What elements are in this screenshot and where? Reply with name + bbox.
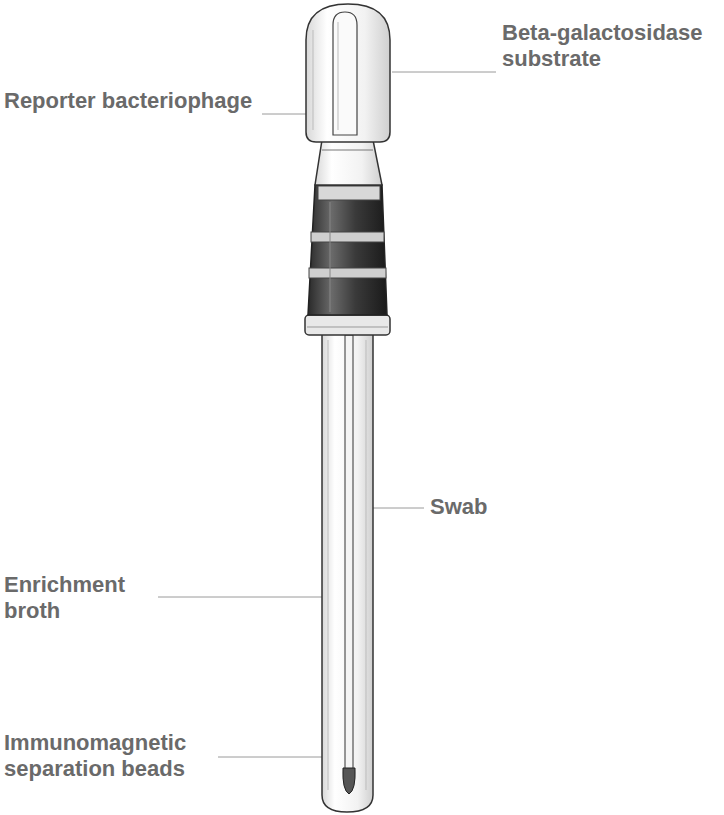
- swab: [343, 335, 355, 794]
- part-label: Reporter bacteriophage: [4, 88, 254, 114]
- part-label: Immunomagnetic separation beads: [4, 730, 214, 782]
- cap: [308, 185, 387, 315]
- neck: [315, 140, 382, 185]
- part-label: Enrichment broth: [4, 572, 154, 624]
- substrate-bulb: [306, 4, 390, 142]
- collar: [305, 315, 390, 335]
- part-label: Swab: [430, 494, 550, 520]
- part-label: Beta-galactosidase substrate: [502, 20, 717, 72]
- tube: [322, 330, 373, 812]
